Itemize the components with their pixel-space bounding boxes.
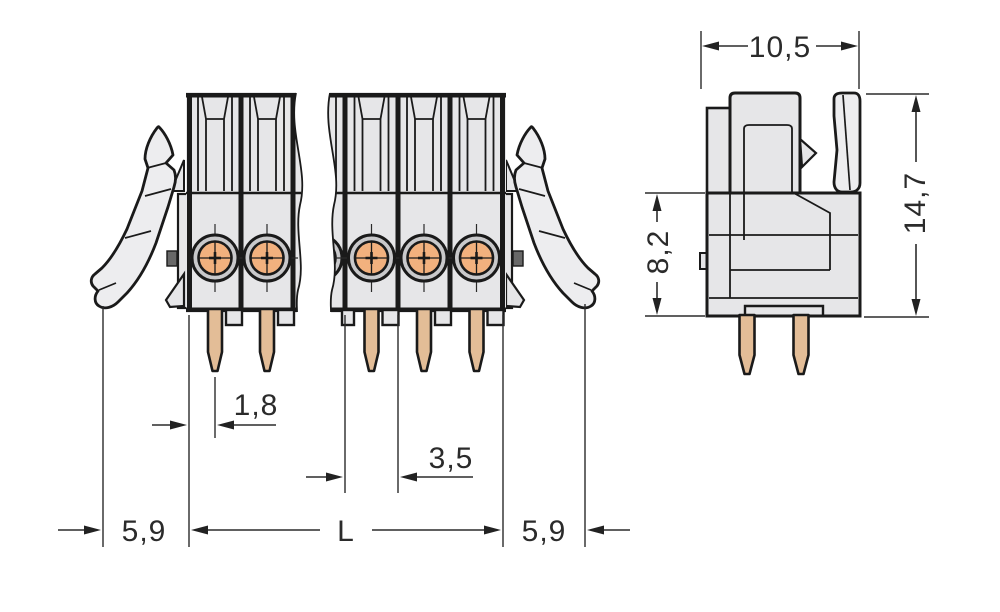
contact-circle-3 — [347, 224, 396, 292]
solder-pin-3 — [363, 307, 380, 373]
solder-pins-front — [206, 307, 485, 373]
side-pin-1 — [738, 313, 756, 376]
dim-label-height-lower: 8,2 — [642, 230, 675, 275]
extension-lines — [102, 31, 929, 547]
solder-pin-4 — [415, 307, 433, 373]
side-central-block — [728, 91, 802, 195]
pole5-slot — [458, 96, 495, 191]
dimension-lines — [58, 45, 917, 531]
pole2-slot — [249, 96, 285, 191]
left-hinge-pin — [166, 250, 178, 267]
solder-pin-5 — [468, 307, 485, 373]
pole4-slot — [406, 96, 442, 191]
dim-label-overhang-left: 5,9 — [122, 515, 167, 548]
solder-pins-side — [738, 313, 810, 376]
side-left-panel — [705, 106, 732, 195]
pole3-slot — [353, 96, 390, 191]
dim-label-pole-pitch: 3,5 — [429, 442, 474, 475]
standoff-lugs — [224, 308, 505, 327]
side-hook-notch — [798, 136, 818, 170]
solder-pin-1 — [206, 307, 224, 373]
front-left-section — [186, 92, 301, 313]
right-release-lever — [513, 125, 601, 310]
arrowheads — [84, 41, 921, 535]
side-view — [699, 91, 862, 376]
dim-label-height-total: 14,7 — [899, 172, 932, 234]
front-view — [89, 92, 601, 373]
left-release-lever — [89, 125, 177, 310]
pole1-slot — [197, 96, 233, 191]
break-lines — [293, 92, 338, 313]
contact-circle-1 — [190, 224, 240, 292]
contact-circle-4 — [399, 224, 449, 292]
dim-label-pin-to-edge: 1,8 — [234, 389, 279, 422]
side-inner-lines — [709, 124, 858, 299]
dim-label-width: 10,5 — [749, 31, 811, 64]
side-pin-2 — [792, 313, 810, 376]
contact-circle-5 — [452, 224, 501, 292]
solder-pin-2 — [258, 307, 276, 373]
dimension-annotations: 1,8 3,5 5,9 L 5,9 10,5 8,2 14,7 — [58, 31, 932, 548]
contact-circle-2 — [242, 224, 292, 292]
dim-label-overhang-right: 5,9 — [522, 515, 567, 548]
side-bottom-recess — [743, 304, 825, 315]
dim-label-total-length: L — [337, 515, 355, 548]
right-hinge-pin — [512, 250, 524, 267]
front-right-section — [328, 92, 506, 313]
